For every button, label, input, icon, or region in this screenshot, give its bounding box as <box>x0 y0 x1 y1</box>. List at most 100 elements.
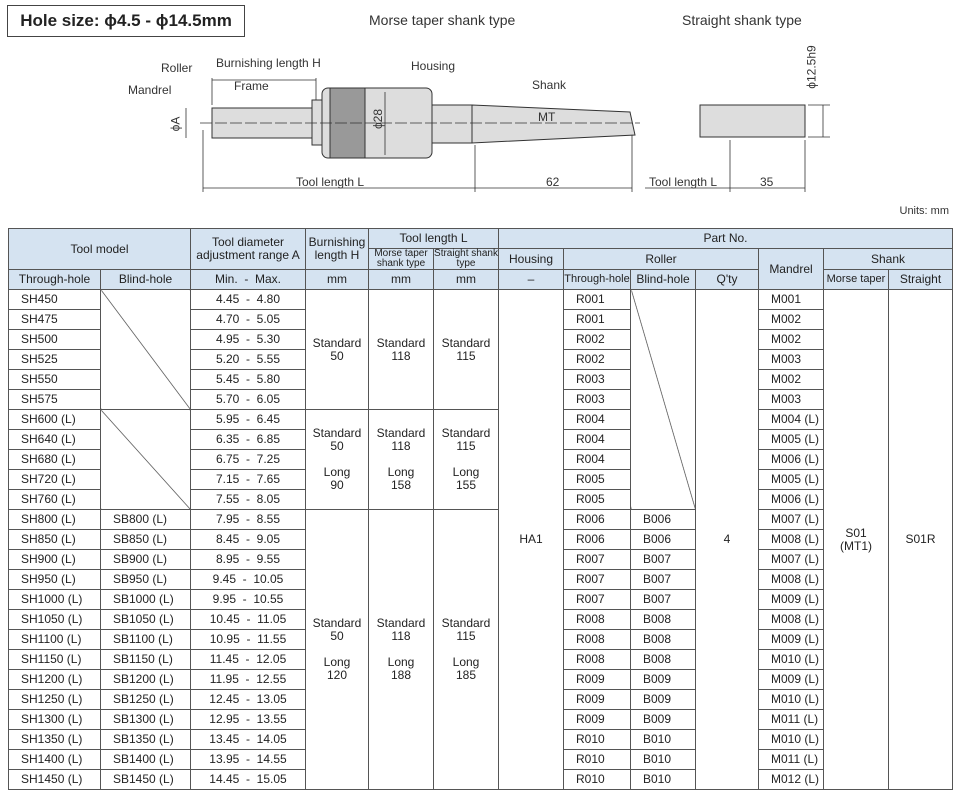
blind-hole-na <box>100 289 191 410</box>
roller-through: R005 <box>563 469 631 490</box>
mandrel-part: M008 (L) <box>758 569 824 590</box>
diameter-range: 5.70 - 6.05 <box>190 389 306 410</box>
through-hole-model: SH1150 (L) <box>8 649 101 670</box>
th-morse-shank: Morse taper shank type <box>368 248 434 270</box>
roller-blind: B007 <box>630 589 696 610</box>
mandrel-part: M003 <box>758 389 824 410</box>
tool-drawing <box>185 78 830 192</box>
burnishing-length: Standard 50 <box>305 289 369 410</box>
through-hole-model: SH475 <box>8 309 101 330</box>
roller-blind: B008 <box>630 609 696 630</box>
th-burnishing: Burnishing length H <box>305 228 369 270</box>
blind-hole-model: SB1450 (L) <box>100 769 191 790</box>
through-hole-model: SH800 (L) <box>8 509 101 530</box>
mandrel-part: M011 (L) <box>758 709 824 730</box>
through-hole-model: SH950 (L) <box>8 569 101 590</box>
through-hole-model: SH720 (L) <box>8 469 101 490</box>
roller-through: R006 <box>563 509 631 530</box>
straight-tool-length: Standard 115 <box>433 289 499 410</box>
diameter-range: 8.95 - 9.55 <box>190 549 306 570</box>
shank-morse: S01 (MT1) <box>823 289 889 790</box>
blind-hole-model: SB800 (L) <box>100 509 191 530</box>
through-hole-model: SH525 <box>8 349 101 370</box>
morse-tool-length: Standard 118 Long 188 <box>368 509 434 790</box>
roller-through: R003 <box>563 369 631 390</box>
roller-blind: B006 <box>630 529 696 550</box>
th-roller-through: Through-hole <box>563 269 631 290</box>
roller-blind: B008 <box>630 649 696 670</box>
mandrel-part: M011 (L) <box>758 749 824 770</box>
th-roller: Roller <box>563 248 759 270</box>
roller-blind-na <box>630 289 696 510</box>
label-tool-length: Tool length L <box>296 175 365 189</box>
label-housing: Housing <box>411 59 456 73</box>
mandrel-part: M006 (L) <box>758 449 824 470</box>
through-hole-model: SH1400 (L) <box>8 749 101 770</box>
straight-caption: Straight shank type <box>682 12 802 28</box>
th-straight-shank: Straight shank type <box>433 248 499 270</box>
roller-blind: B010 <box>630 749 696 770</box>
label-phi28: ϕ28 <box>371 108 386 130</box>
through-hole-model: SH1100 (L) <box>8 629 101 650</box>
label-shank: Shank <box>532 78 567 92</box>
blind-hole-model: SB850 (L) <box>100 529 191 550</box>
label-mandrel: Mandrel <box>128 83 172 97</box>
through-hole-model: SH680 (L) <box>8 449 101 470</box>
mandrel-part: M002 <box>758 329 824 350</box>
diameter-range: 9.95 - 10.55 <box>190 589 306 610</box>
diameter-range: 10.45 - 11.05 <box>190 609 306 630</box>
diameter-range: 7.15 - 7.65 <box>190 469 306 490</box>
roller-through: R005 <box>563 489 631 510</box>
diameter-range: 5.45 - 5.80 <box>190 369 306 390</box>
diameter-range: 4.95 - 5.30 <box>190 329 306 350</box>
roller-blind: B009 <box>630 709 696 730</box>
roller-blind: B009 <box>630 669 696 690</box>
mandrel-part: M003 <box>758 349 824 370</box>
label-tool-length-straight: Tool length L <box>649 175 718 189</box>
roller-through: R009 <box>563 709 631 730</box>
shank-straight: S01R <box>888 289 953 790</box>
straight-tool-length: Standard 115 Long 155 <box>433 409 499 510</box>
mandrel-part: M006 (L) <box>758 489 824 510</box>
spec-table: Tool model Tool diameter adjustment rang… <box>8 228 953 790</box>
label-phi-a: ϕA <box>168 116 183 132</box>
roller-through: R002 <box>563 329 631 350</box>
blind-hole-model: SB1100 (L) <box>100 629 191 650</box>
roller-blind: B006 <box>630 509 696 530</box>
roller-blind: B010 <box>630 729 696 750</box>
roller-through: R001 <box>563 309 631 330</box>
roller-through: R010 <box>563 769 631 790</box>
roller-blind: B007 <box>630 549 696 570</box>
diameter-range: 6.35 - 6.85 <box>190 429 306 450</box>
through-hole-model: SH450 <box>8 289 101 310</box>
blind-hole-model: SB1400 (L) <box>100 749 191 770</box>
burnishing-length: Standard 50 Long 120 <box>305 509 369 790</box>
label-frame: Frame <box>234 79 269 93</box>
diameter-range: 5.20 - 5.55 <box>190 349 306 370</box>
label-mt: MT <box>538 110 556 124</box>
blind-hole-model: SB900 (L) <box>100 549 191 570</box>
burnishing-length: Standard 50 Long 90 <box>305 409 369 510</box>
mandrel-part: M010 (L) <box>758 689 824 710</box>
label-phi125: ϕ12.5h9 <box>804 45 819 89</box>
roller-through: R001 <box>563 289 631 310</box>
diameter-range: 4.70 - 5.05 <box>190 309 306 330</box>
mandrel-part: M010 (L) <box>758 729 824 750</box>
mandrel-part: M005 (L) <box>758 469 824 490</box>
through-hole-model: SH1300 (L) <box>8 709 101 730</box>
th-mm-morse: mm <box>368 269 434 290</box>
mandrel-part: M002 <box>758 309 824 330</box>
th-shank-straight: Straight <box>888 269 953 290</box>
diameter-range: 6.75 - 7.25 <box>190 449 306 470</box>
